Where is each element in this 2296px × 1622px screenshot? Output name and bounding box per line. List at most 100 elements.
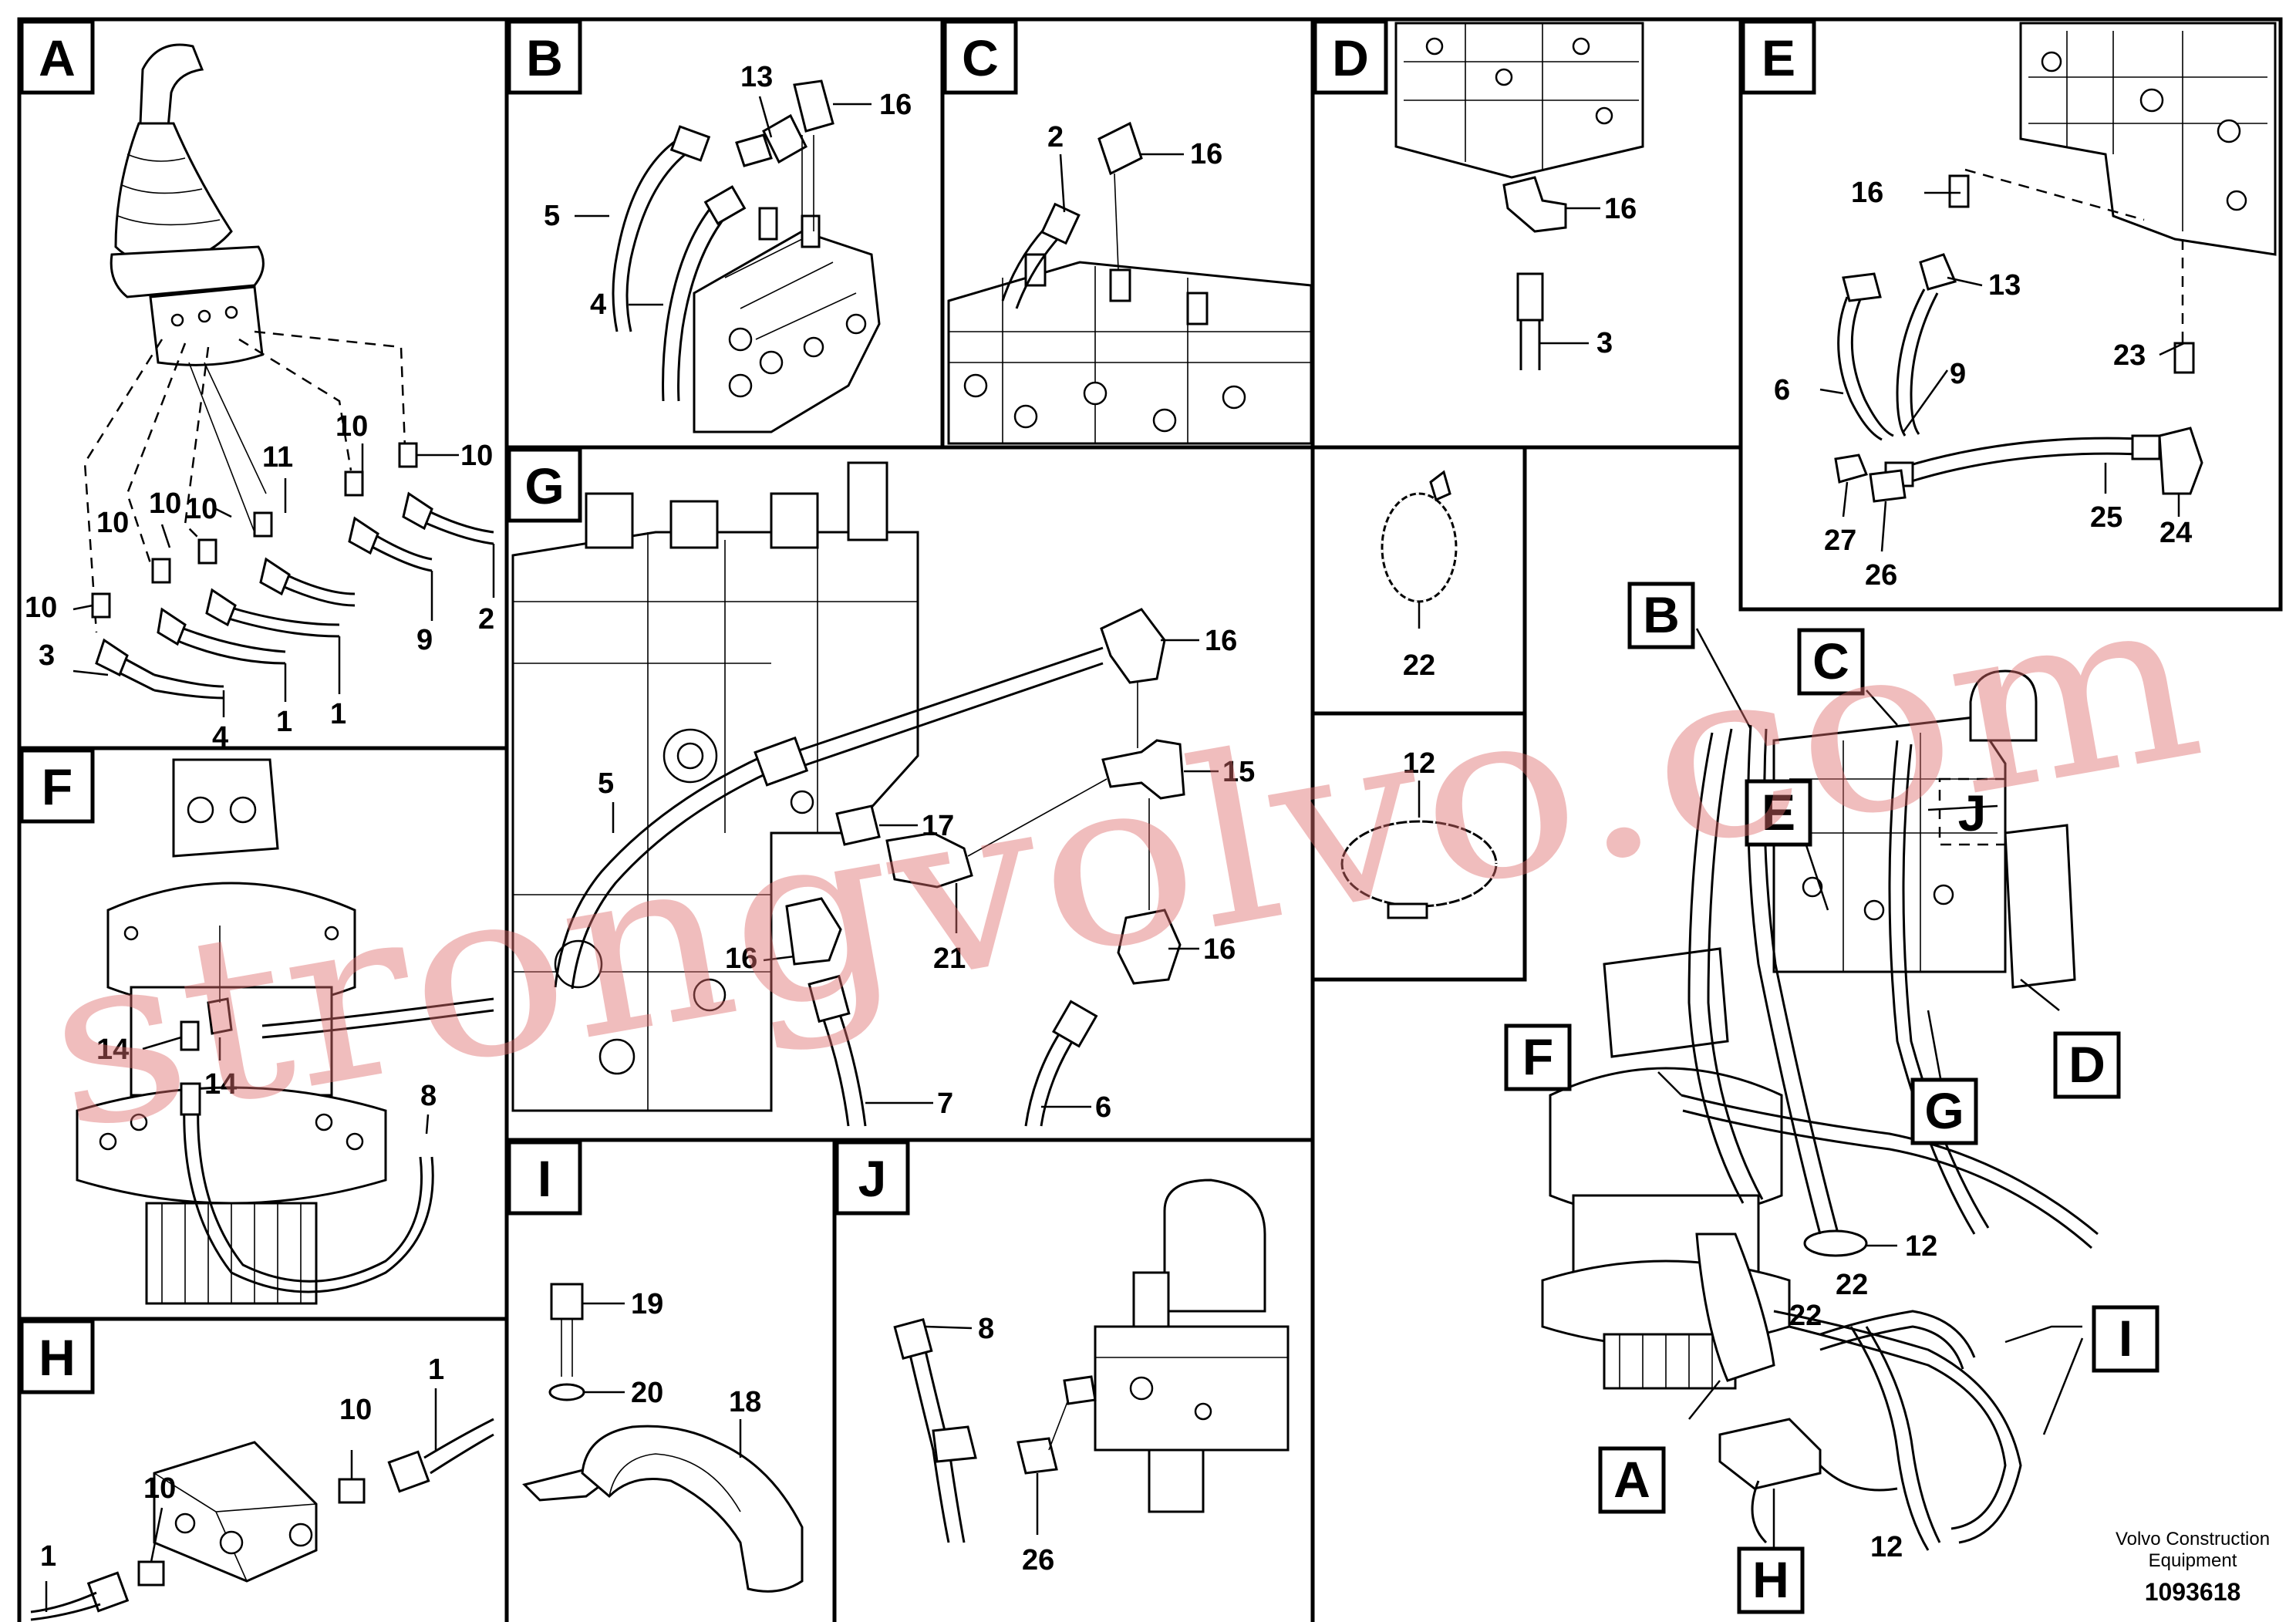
overview-joystick bbox=[1695, 1233, 1775, 1382]
overview-drawing bbox=[1541, 628, 2099, 1551]
panel-i-letter-box bbox=[507, 1140, 582, 1216]
tee-15 bbox=[1101, 739, 1185, 800]
hose-1 bbox=[173, 623, 286, 665]
callout-2: 2 bbox=[478, 603, 494, 636]
panel-i-drawing: 19 20 18 bbox=[522, 1283, 804, 1593]
callout-20: 20 bbox=[631, 1377, 663, 1409]
panel-j-letter: J bbox=[858, 1150, 887, 1207]
callout-26: 26 bbox=[1022, 1544, 1054, 1576]
swing-motor-body bbox=[130, 986, 333, 1097]
callout-17: 17 bbox=[922, 810, 954, 842]
fitting-13 bbox=[735, 133, 773, 167]
callout-10: 10 bbox=[335, 410, 368, 443]
fitting-27 bbox=[1834, 454, 1869, 484]
callout-3: 3 bbox=[1596, 327, 1613, 359]
hose-1 bbox=[30, 1591, 101, 1621]
callout-1: 1 bbox=[276, 706, 292, 738]
overview-label-h: H bbox=[1752, 1551, 1789, 1608]
fitting-10 bbox=[398, 442, 418, 468]
panel-h-letter: H bbox=[39, 1329, 76, 1386]
elbow-16 bbox=[1100, 608, 1166, 684]
overview-callout-12: 12 bbox=[1905, 1230, 1937, 1263]
callout-14: 14 bbox=[204, 1068, 237, 1101]
valve-block bbox=[2019, 22, 2277, 256]
callout-10: 10 bbox=[143, 1472, 176, 1505]
maker-line-1: Volvo Construction bbox=[2116, 1529, 2270, 1549]
bolt-19 bbox=[550, 1283, 584, 1320]
overview-j-detail-box bbox=[1938, 777, 2007, 846]
callout-4: 4 bbox=[212, 721, 228, 754]
panel-f-letter: F bbox=[42, 758, 72, 815]
panel-d-letter: D bbox=[1332, 29, 1369, 86]
hose-3 bbox=[1519, 320, 1541, 370]
callout-8: 8 bbox=[978, 1313, 994, 1345]
callout-12: 12 bbox=[1403, 747, 1435, 780]
fitting-16 bbox=[1948, 174, 1970, 208]
panel-g-letter-box bbox=[507, 447, 582, 523]
hose-4 bbox=[662, 204, 730, 402]
callout-21: 21 bbox=[933, 943, 966, 975]
fitting-10 bbox=[338, 1478, 366, 1504]
panel-h-letter-box bbox=[19, 1319, 95, 1394]
washer-20 bbox=[548, 1383, 585, 1401]
hose-5 bbox=[612, 137, 691, 332]
overview-label-f: F bbox=[1522, 1028, 1553, 1085]
callout-16: 16 bbox=[1205, 625, 1237, 657]
overview-label-i: I bbox=[2119, 1310, 2132, 1367]
callout-18: 18 bbox=[729, 1386, 761, 1418]
callout-10: 10 bbox=[339, 1394, 372, 1426]
callout-6: 6 bbox=[1774, 374, 1790, 406]
panel-j-letter-box bbox=[834, 1140, 910, 1216]
swing-gear-flange bbox=[76, 1086, 387, 1205]
panel-j-frame bbox=[832, 1138, 1315, 1622]
swing-motor-valve bbox=[172, 758, 279, 858]
hose-9 bbox=[1896, 288, 1939, 437]
callout-13: 13 bbox=[1988, 269, 2021, 302]
guard-18 bbox=[581, 1425, 804, 1593]
elbow-26 bbox=[1869, 469, 1907, 503]
callout-16: 16 bbox=[1604, 193, 1637, 225]
fitting bbox=[1516, 272, 1544, 322]
callout-19: 19 bbox=[631, 1288, 663, 1320]
elbow-16 bbox=[1097, 121, 1143, 176]
callout-23: 23 bbox=[2113, 339, 2146, 372]
panel-f-drawing: 14 14 8 bbox=[76, 758, 494, 1305]
elbow-16 bbox=[793, 79, 834, 133]
fitting-26 bbox=[1017, 1437, 1058, 1475]
panel-f-letter-box bbox=[19, 748, 95, 824]
joystick-grip bbox=[139, 43, 204, 129]
overview-callout-12: 12 bbox=[1870, 1531, 1903, 1563]
overview-distribution-block bbox=[1718, 1418, 1822, 1490]
callout-9: 9 bbox=[1950, 358, 1966, 390]
overview-label-j: J bbox=[1958, 784, 1987, 841]
panel-i-letter: I bbox=[538, 1150, 551, 1207]
panel-c-letter: C bbox=[962, 29, 999, 86]
callout-11: 11 bbox=[262, 441, 293, 474]
panel-a-letter: A bbox=[39, 29, 76, 86]
panel-c-drawing: 2 16 bbox=[947, 121, 1313, 445]
control-valve bbox=[947, 261, 1313, 445]
panel-e-drawing: 16 13 9 6 23 25 27 26 24 bbox=[1774, 22, 2277, 592]
fitting-23 bbox=[2173, 342, 2195, 374]
callout-27: 27 bbox=[1824, 524, 1856, 557]
panel-b-letter: B bbox=[526, 29, 563, 86]
callout-9: 9 bbox=[416, 624, 433, 656]
accumulator bbox=[1163, 1179, 1266, 1313]
callout-4: 4 bbox=[590, 288, 606, 321]
hose-25 bbox=[1904, 437, 2156, 484]
fitting-10 bbox=[151, 558, 171, 584]
fitting-10 bbox=[344, 470, 364, 497]
maker-line-2: Equipment bbox=[2149, 1550, 2237, 1571]
callout-16: 16 bbox=[1190, 138, 1222, 170]
panel-b-drawing: 13 16 5 4 bbox=[544, 61, 912, 433]
fitting-10 bbox=[197, 538, 217, 565]
elbow-16 bbox=[1117, 909, 1182, 985]
elbow-24 bbox=[2158, 427, 2203, 495]
overview-label-d: D bbox=[2068, 1036, 2106, 1093]
callout-16: 16 bbox=[879, 89, 912, 121]
callout-10: 10 bbox=[185, 493, 217, 525]
overview-callout-22: 22 bbox=[1836, 1269, 1868, 1301]
panel-g-drawing: 16 5 15 17 16 21 16 7 6 bbox=[511, 461, 1255, 1127]
overview-swing-valve bbox=[1603, 947, 1729, 1058]
fitting-10 bbox=[91, 592, 111, 619]
